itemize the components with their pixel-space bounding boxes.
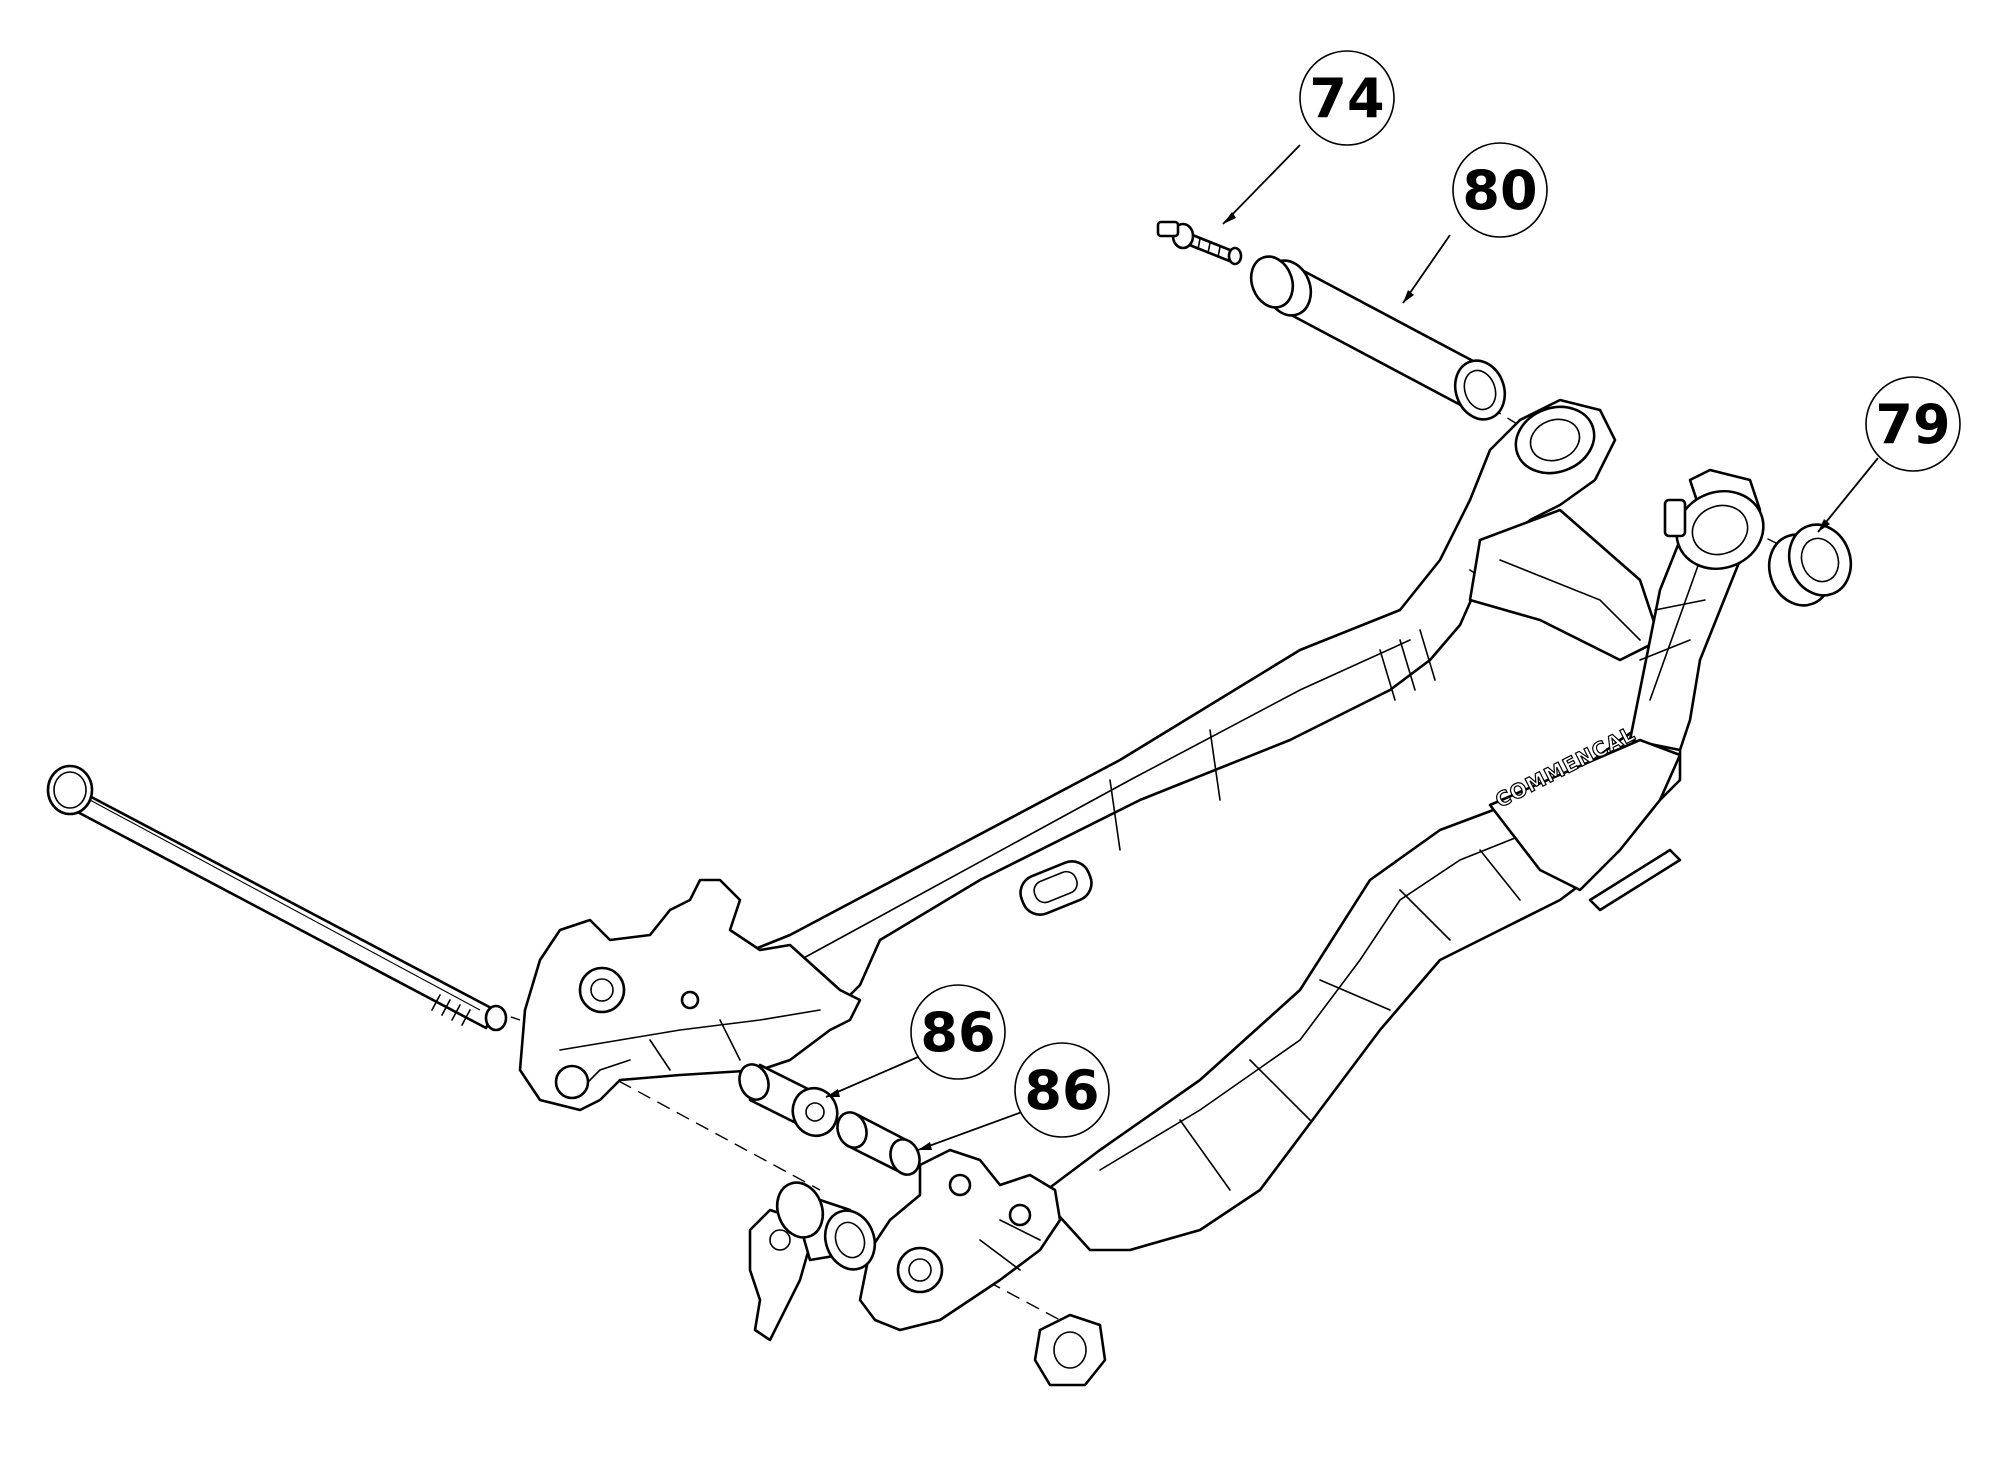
part-80-sleeve: [1249, 255, 1507, 421]
left-dropout: [518, 878, 862, 1112]
callout-74: 74: [1222, 50, 1395, 225]
callout-80-label: 80: [1462, 159, 1537, 222]
part-79-bearing: [1767, 523, 1853, 607]
callout-80: 80: [1402, 142, 1548, 304]
callout-86-upper-label: 86: [920, 1001, 995, 1064]
derailleur-hanger: [748, 1181, 877, 1342]
axle-nut: [1033, 1313, 1107, 1387]
right-dropout: [858, 1148, 1062, 1332]
callout-86-lower: 86: [917, 1042, 1110, 1151]
part-74-bolt: [1156, 220, 1243, 266]
part-86-upper-pin: [738, 1063, 839, 1138]
callout-79: 79: [1817, 376, 1961, 533]
part-86-lower-pin: [836, 1111, 921, 1176]
callout-79-label: 79: [1875, 393, 1950, 456]
swingarm-right-stay: COMMENCAL: [1038, 468, 1765, 1252]
swingarm-left-stay: [738, 398, 1662, 1012]
callout-86-lower-label: 86: [1024, 1059, 1099, 1122]
rear-axle: [46, 764, 508, 1032]
callout-86-upper: 86: [825, 984, 1006, 1098]
callout-74-label: 74: [1309, 67, 1384, 130]
